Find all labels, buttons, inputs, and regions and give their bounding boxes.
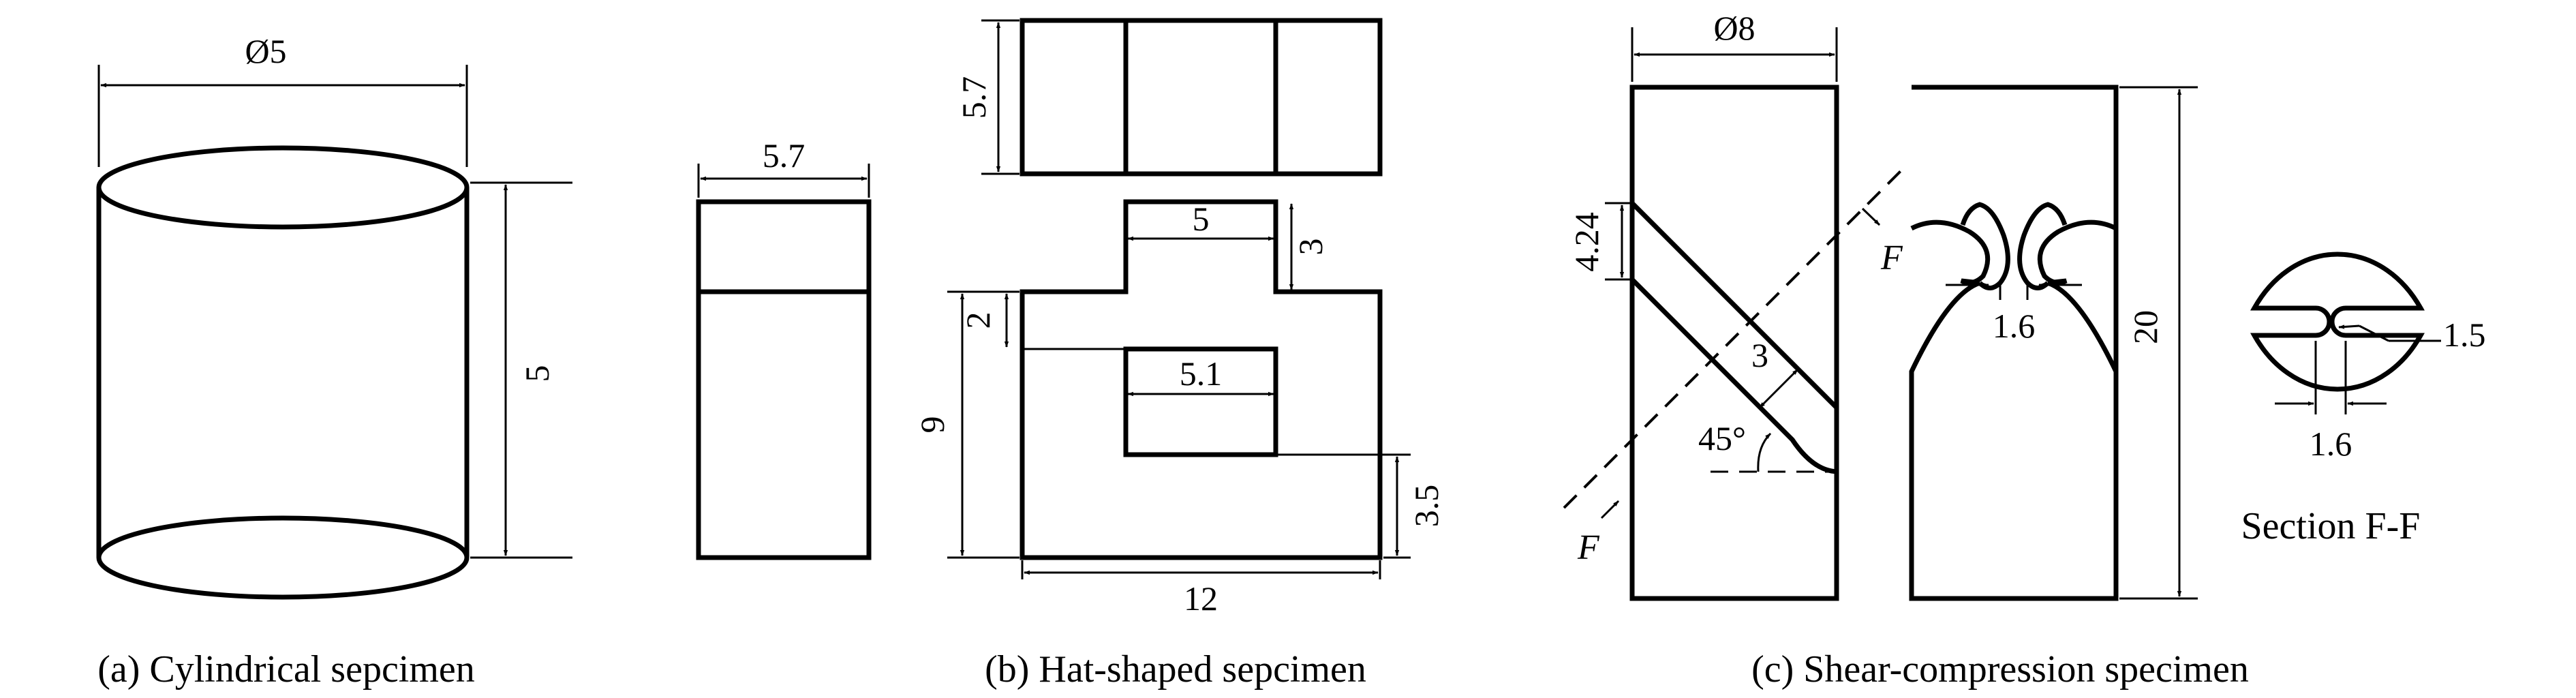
keyhole-left-loop <box>1960 202 2010 290</box>
hat-height-label: 9 <box>913 416 951 434</box>
keyhole-left <box>1910 219 1991 286</box>
section-gap-label: 1.6 <box>2310 425 2352 463</box>
hat-side-width-label: 5.7 <box>763 136 806 174</box>
cylinder-height-label: 5 <box>518 365 556 382</box>
shear-slot-start-label: 4.24 <box>1567 212 1606 272</box>
hat-bottom-step-label: 3.5 <box>1407 485 1445 528</box>
hat-inner-width-label: 5.1 <box>1180 354 1223 393</box>
section-radius-label: 1.5 <box>2443 316 2486 354</box>
radius-leader <box>2338 324 2360 329</box>
force-arrow-bottom <box>1600 500 1620 519</box>
keyhole-right <box>2037 219 2117 286</box>
shear-slot-width-label: 3 <box>1751 336 1768 374</box>
shear-compression-specimen: F F Ø8 4.24 3 45° 1.6 20 <box>1563 9 2486 691</box>
hat-front-view <box>1019 199 1383 560</box>
section-title: Section F-F <box>2241 505 2421 547</box>
hat-left-step-label: 2 <box>959 312 997 329</box>
hat-top-view <box>1019 18 1383 177</box>
section-line <box>1563 166 1906 509</box>
shear-gap-label: 1.6 <box>1993 307 2036 345</box>
hat-shaped-specimen: 5.7 5.7 5 3 2 5.1 9 3.5 <box>696 18 1445 691</box>
angle-arc <box>1757 432 1772 472</box>
shear-angle-label: 45° <box>1698 419 1746 457</box>
shear-front-view <box>1629 85 1839 601</box>
hat-top-step-label: 3 <box>1291 239 1330 256</box>
shear-slot-upper-edge <box>1630 201 1839 410</box>
hat-inner-cavity <box>1123 346 1278 457</box>
shear-side-view <box>1909 85 2119 601</box>
cylinder-diameter-label: Ø5 <box>245 32 286 70</box>
caption-a: (a) Cylindrical sepcimen <box>97 648 475 691</box>
radius-leader-ext <box>2359 324 2389 342</box>
cylinder-bottom-ellipse <box>96 515 470 600</box>
force-label-top: F <box>1880 239 1903 277</box>
hat-width-label: 12 <box>1184 579 1218 618</box>
force-arrow-top <box>1861 207 1881 226</box>
hat-side-view <box>696 199 872 560</box>
shear-diameter-label: Ø8 <box>1713 9 1755 47</box>
caption-b: (b) Hat-shaped sepcimen <box>985 648 1366 691</box>
caption-c: (c) Shear-compression specimen <box>1751 648 2249 691</box>
keyhole-right-loop <box>2017 202 2068 290</box>
dim-line <box>1758 368 1799 409</box>
hat-top-width-label: 5 <box>1193 200 1210 238</box>
cylindrical-specimen: Ø5 5 (a) Cylindrical sepcimen <box>96 32 572 691</box>
shear-height-label: 20 <box>2126 310 2164 344</box>
force-label-bottom: F <box>1577 528 1600 567</box>
hat-top-height-label: 5.7 <box>955 76 993 119</box>
section-ff-profile <box>2250 252 2425 392</box>
cylinder-top-ellipse <box>96 145 470 230</box>
